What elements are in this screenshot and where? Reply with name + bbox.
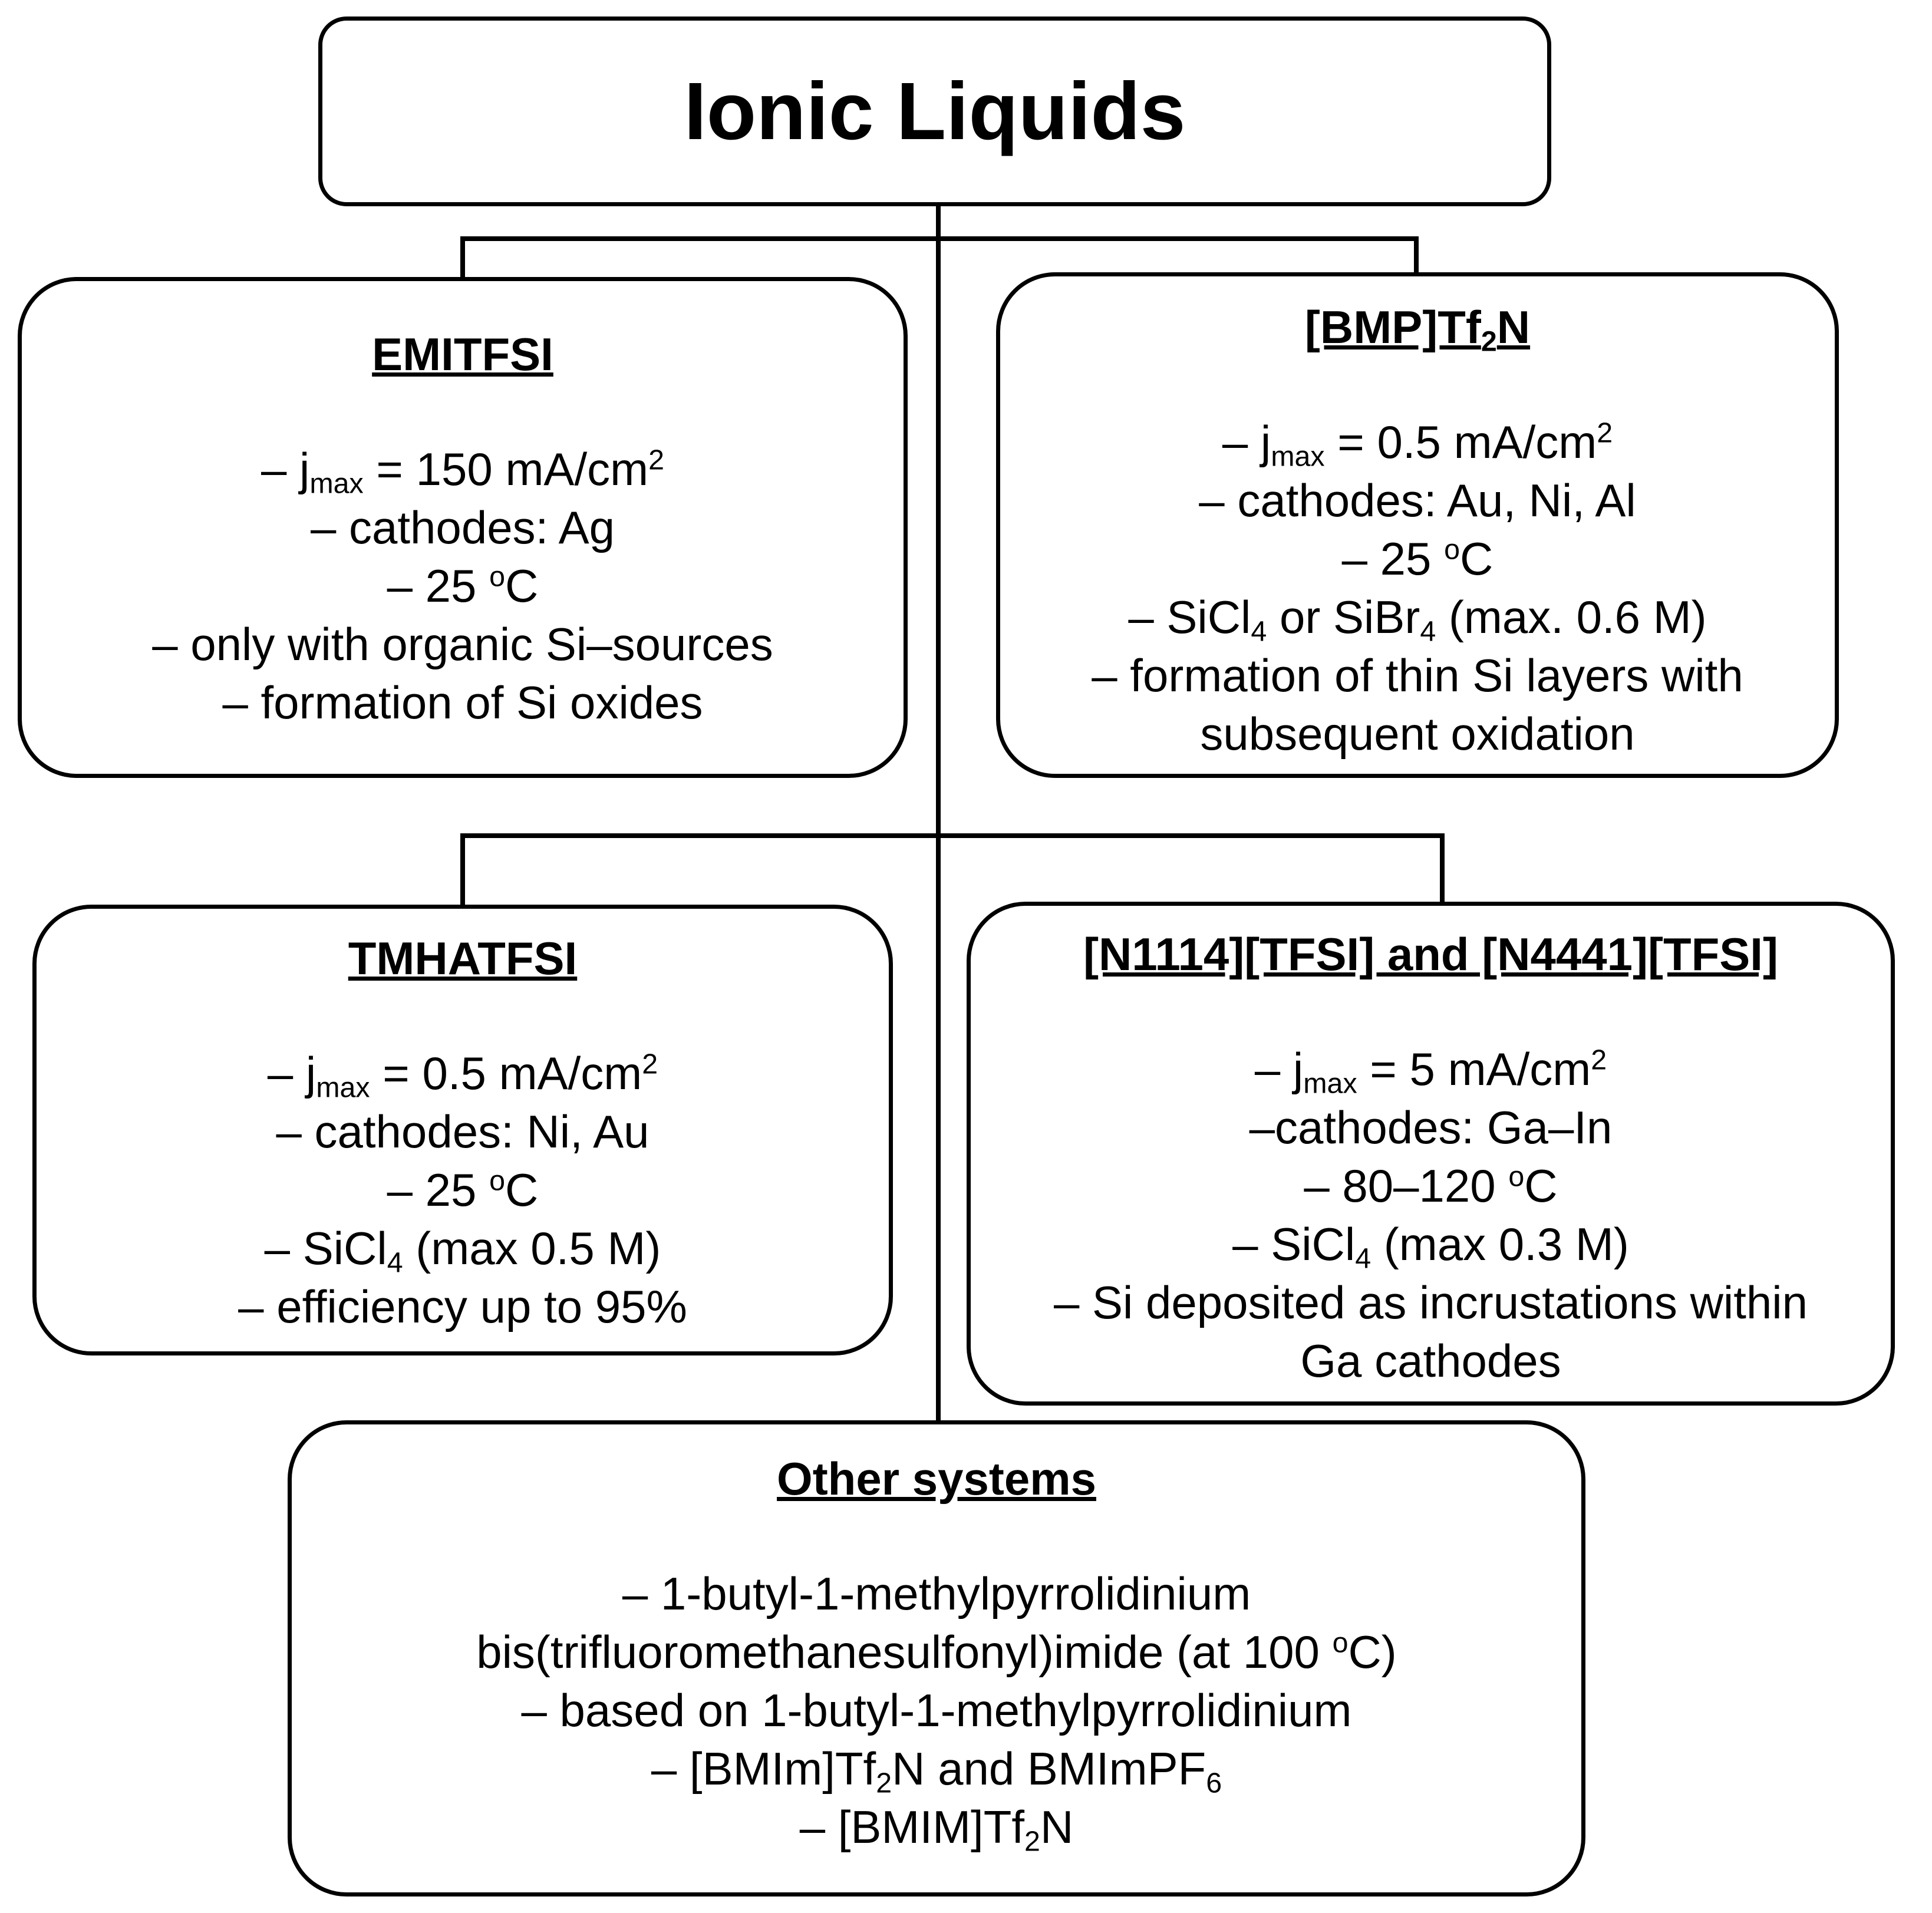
emitfsi-line-cathodes: – cathodes: Ag xyxy=(310,501,615,553)
other-line-bmim-tf2n: – [BMIM]Tf2N xyxy=(799,1800,1074,1858)
n1114-heading: [N1114][TFSI] and [N4441][TFSI] xyxy=(1083,928,1778,980)
tmhatfsi-line-efficiency: – efficiency up to 95% xyxy=(238,1280,687,1332)
other-line-pyrrolidinium: – 1-butyl-1-methylpyrrolidinium xyxy=(622,1567,1251,1620)
other-systems-box: Other systems – 1-butyl-1-methylpyrrolid… xyxy=(288,1420,1585,1896)
other-line-imide: bis(trifluoromethanesulfonyl)imide (at 1… xyxy=(476,1625,1397,1678)
emitfsi-box: EMITFSI – jmax = 150 mA/cm2 – cathodes: … xyxy=(18,277,908,778)
emitfsi-line-formation: – formation of Si oxides xyxy=(222,676,703,728)
emitfsi-line-jmax: – jmax = 150 mA/cm2 xyxy=(261,443,664,500)
page-title: Ionic Liquids xyxy=(684,66,1186,157)
n1114-line-precursor: – SiCl4 (max 0.3 M) xyxy=(1232,1218,1629,1275)
n1114-line-jmax: – jmax = 5 mA/cm2 xyxy=(1254,1043,1607,1100)
n1114-line-cathodes: –cathodes: Ga–In xyxy=(1249,1101,1613,1153)
emitfsi-line-sources: – only with organic Si–sources xyxy=(152,618,773,670)
n1114-line-cathodes-ga: Ga cathodes xyxy=(1300,1334,1561,1387)
bmp-line-cathodes: – cathodes: Au, Ni, Al xyxy=(1199,474,1636,526)
other-line-bmim-pf6: – [BMIm]Tf2N and BMImPF6 xyxy=(651,1742,1222,1799)
branch-top xyxy=(460,236,1419,277)
tmhatfsi-line-jmax: – jmax = 0.5 mA/cm2 xyxy=(267,1047,658,1104)
emitfsi-heading: EMITFSI xyxy=(372,328,553,380)
n1114-box: [N1114][TFSI] and [N4441][TFSI] – jmax =… xyxy=(967,902,1895,1406)
bmp-line-oxidation: subsequent oxidation xyxy=(1200,707,1635,760)
tmhatfsi-heading: TMHATFSI xyxy=(348,932,578,984)
n1114-line-temperature: – 80–120 oC xyxy=(1304,1159,1558,1212)
branch-middle xyxy=(460,833,1445,908)
bmp-line-formation: – formation of thin Si layers with xyxy=(1092,649,1743,701)
tmhatfsi-line-precursor: – SiCl4 (max 0.5 M) xyxy=(264,1222,661,1279)
other-line-based-on: – based on 1-butyl-1-methylpyrrolidinium xyxy=(521,1684,1352,1736)
bmp-line-jmax: – jmax = 0.5 mA/cm2 xyxy=(1222,415,1613,473)
bmp-line-precursors: – SiCl4 or SiBr4 (max. 0.6 M) xyxy=(1128,591,1707,648)
n1114-line-deposition: – Si deposited as incrustations within xyxy=(1053,1276,1808,1328)
bmp-box: [BMP]Tf2N – jmax = 0.5 mA/cm2 – cathodes… xyxy=(996,272,1839,778)
bmp-heading: [BMP]Tf2N xyxy=(1304,301,1531,358)
tmhatfsi-line-temperature: – 25 oC xyxy=(387,1163,539,1216)
tmhatfsi-line-cathodes: – cathodes: Ni, Au xyxy=(276,1105,650,1157)
tmhatfsi-box: TMHATFSI – jmax = 0.5 mA/cm2 – cathodes:… xyxy=(32,905,893,1355)
emitfsi-line-temperature: – 25 oC xyxy=(387,559,539,612)
title-box: Ionic Liquids xyxy=(318,17,1551,206)
other-systems-heading: Other systems xyxy=(777,1453,1096,1505)
bmp-line-temperature: – 25 oC xyxy=(1341,532,1493,585)
